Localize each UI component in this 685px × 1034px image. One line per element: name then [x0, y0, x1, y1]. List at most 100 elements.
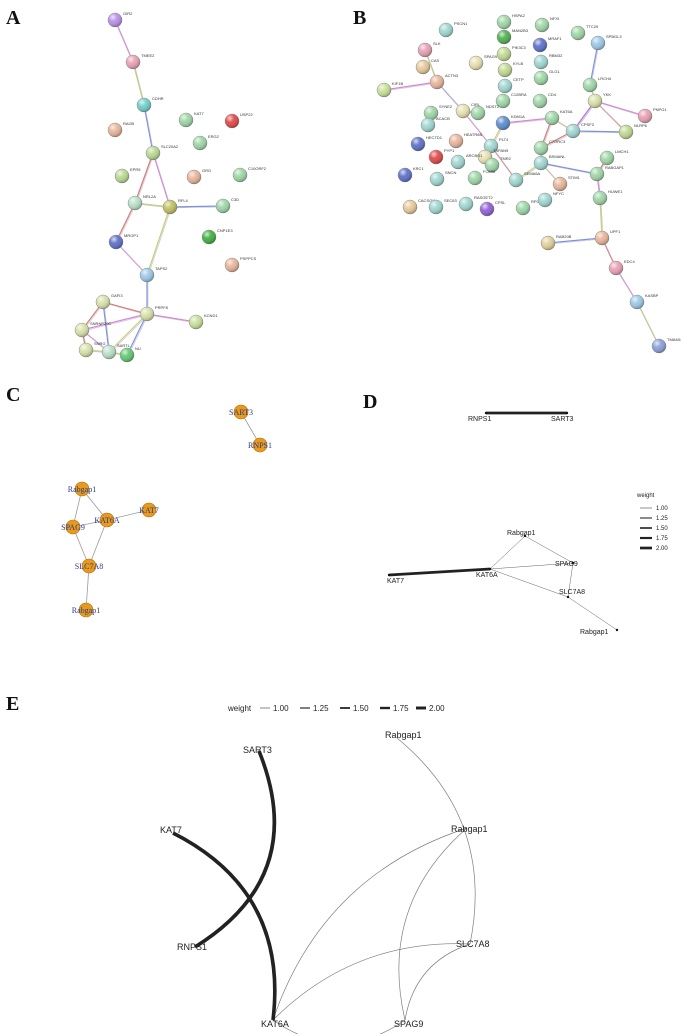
node-label: RFL4	[178, 198, 189, 203]
legend-item-label: 2.00	[656, 546, 668, 552]
panel-c-nodes: SART3RNPS1Rabgap1KAT7KAT6ASPAG9SLC7A8Rab…	[61, 404, 272, 618]
node-ball-shine	[484, 139, 498, 153]
panel-b-edge-shadow	[541, 163, 599, 176]
panel-b-edge-shadow	[384, 82, 439, 92]
panel-b-node: CACSOI1	[402, 198, 436, 215]
panel-a-node: GIR2	[107, 11, 133, 28]
node-dot	[523, 534, 527, 538]
node-label: EPR5	[130, 167, 141, 172]
panel-a-edge	[102, 301, 110, 353]
panel-a-edge	[108, 313, 148, 353]
node-ball-shine	[516, 201, 530, 215]
panel-d-node: Rabgap1	[507, 530, 536, 538]
node-label: KAT6A	[560, 109, 573, 114]
panel-b-node: EDC4	[608, 259, 635, 276]
node-ball-shine	[485, 158, 499, 172]
node-circle	[74, 481, 90, 497]
node-ball-shine	[571, 26, 585, 40]
panel-b-node: LMCH1	[599, 149, 629, 166]
node-ball-shine	[403, 200, 417, 214]
node-ball-shine	[128, 196, 142, 210]
node-label: ACACB	[436, 116, 450, 121]
panel-b-node: PYP1	[428, 148, 455, 165]
node-label: C10ORF2	[248, 166, 267, 171]
node-label: RBM32	[549, 53, 563, 58]
panel-d-edge	[489, 535, 526, 570]
node-label: RNPS1	[468, 416, 491, 423]
panel-a-node: C10ORF2	[232, 166, 267, 183]
panel-a-edge	[134, 152, 154, 204]
node-ball-shine	[75, 323, 89, 337]
node-circle	[252, 437, 268, 453]
panel-e-edge	[172, 831, 277, 1021]
node-dot	[571, 561, 575, 565]
node-label: KAT6A	[476, 572, 498, 579]
panel-d-edge	[567, 562, 574, 598]
node-label: PRPF8	[155, 305, 169, 310]
panel-b-node: TTC29	[570, 24, 599, 41]
panel-b-edges	[383, 42, 661, 348]
node-ball-shine	[126, 55, 140, 69]
panel-c: C SART3RNPS1Rabgap1KAT7KAT6ASPAG9SLC7A8R…	[6, 384, 272, 618]
panel-b-edge	[572, 130, 627, 133]
panel-b-node: CAS	[415, 58, 440, 75]
node-label: SEMA6A	[524, 171, 541, 176]
panel-d-node: SLC7A8	[559, 589, 585, 599]
node-ball-shine	[459, 197, 473, 211]
node-ball-shine	[140, 268, 154, 282]
node-label: MROP1	[124, 233, 139, 238]
node-label: Rabgap1	[385, 730, 422, 740]
panel-a-node: TMEE2	[125, 53, 155, 70]
panel-b-edge-shadow	[503, 118, 554, 125]
panel-e-edges	[172, 737, 476, 1034]
panel-b-node: ACACB	[420, 116, 450, 133]
node-label: HUWE1	[608, 189, 623, 194]
panel-c-edge	[88, 519, 108, 567]
panel-label-c: C	[6, 384, 20, 406]
node-label: BSMANL	[549, 154, 566, 159]
node-label: KAT7	[160, 825, 182, 835]
node-label: SPAG9	[555, 561, 578, 568]
legend-item-label: 1.75	[656, 536, 668, 542]
node-label: ACTN3	[445, 73, 459, 78]
panel-a-edge	[143, 104, 154, 154]
node-ball-shine	[189, 315, 203, 329]
panel-b-node: SPAG9	[468, 54, 498, 71]
node-ball-shine	[471, 106, 485, 120]
node-ball-shine	[163, 200, 177, 214]
node-label: KASBP	[645, 293, 659, 298]
panel-a-node: RAI35	[107, 121, 135, 138]
panel-b-node: HEATR6B	[448, 132, 482, 149]
node-label: NDST2	[486, 104, 500, 109]
panel-e-legend-title: weight	[227, 704, 252, 713]
node-ball-shine	[233, 168, 247, 182]
panel-b-node: NLRP6	[618, 123, 648, 140]
node-ball-shine	[146, 146, 160, 160]
panel-b-edge	[547, 237, 603, 244]
node-ball-shine	[179, 113, 193, 127]
node-ball-shine	[588, 94, 602, 108]
node-ball-shine	[545, 111, 559, 125]
node-label: KAT6A	[261, 1019, 289, 1029]
panel-b-node: PSCN1	[438, 21, 468, 38]
node-ball-shine	[187, 170, 201, 184]
node-ball-shine	[583, 78, 597, 92]
node-dot	[615, 628, 619, 632]
node-ball-shine	[202, 230, 216, 244]
panel-a-edge	[169, 205, 224, 208]
node-ball-shine	[609, 261, 623, 275]
legend-item-label: 1.00	[273, 704, 289, 713]
node-label: NU	[135, 346, 141, 351]
node-label: SART3	[243, 745, 272, 755]
panel-c-node: Rabgap1	[72, 602, 100, 618]
panel-label-b: B	[353, 7, 366, 29]
panel-c-node: Rabgap1	[68, 481, 96, 497]
panel-c-node: SLC7A8	[75, 558, 103, 574]
panel-a-node: GAFI3	[95, 293, 123, 310]
panel-a-edge	[126, 313, 148, 356]
node-label: C12BRA	[511, 92, 527, 97]
panel-a-node: KCND1	[188, 313, 218, 330]
panel-a-node: CNP1E3	[201, 228, 233, 245]
